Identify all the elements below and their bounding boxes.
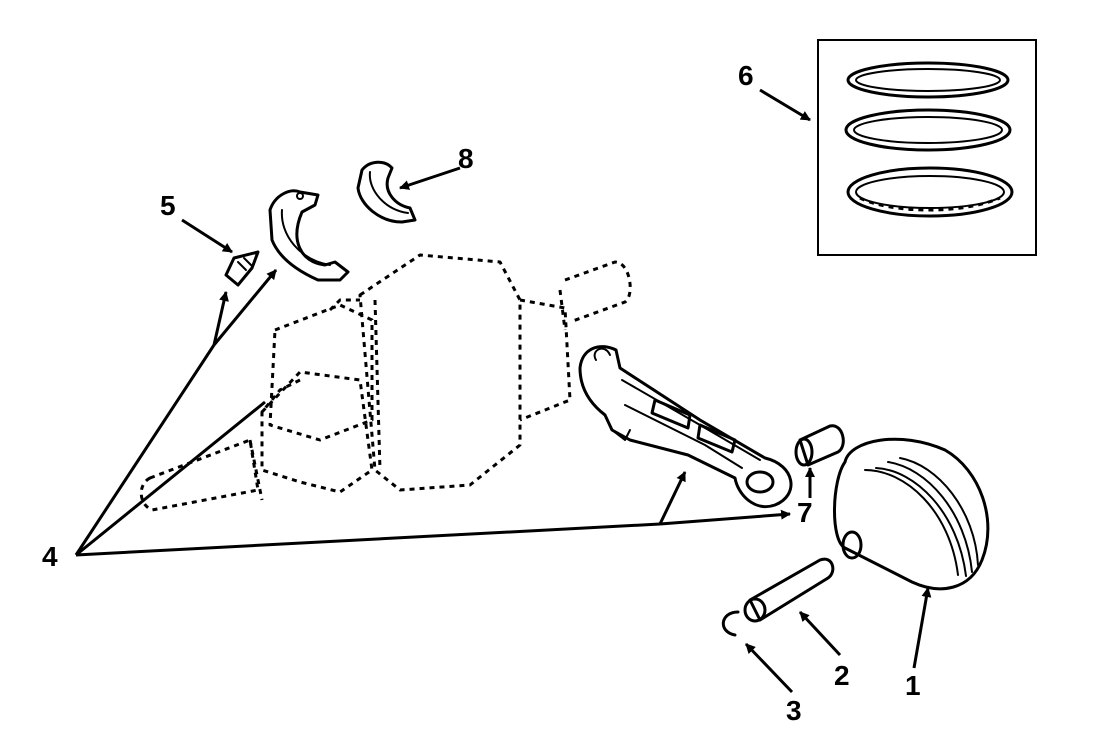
callout-3: 3 [786,695,802,726]
piston [833,437,990,591]
piston-pin-bushing [794,424,845,467]
callout-5: 5 [160,190,176,221]
callout-4: 4 [42,541,58,572]
callout-2: 2 [834,660,850,691]
callout-6: 6 [738,60,754,91]
piston-pin [743,557,835,623]
cap-bolt [224,250,260,287]
callout-7: 7 [797,497,813,528]
piston-rings-set [817,39,1037,256]
crankshaft-phantom [139,253,632,512]
bearing-insert [356,160,417,224]
leader-lines [74,88,932,694]
callout-1: 1 [905,670,921,701]
connecting-rod [578,345,793,509]
bearing-cap [268,189,350,282]
retaining-ring [721,610,740,637]
callout-8: 8 [458,143,474,174]
